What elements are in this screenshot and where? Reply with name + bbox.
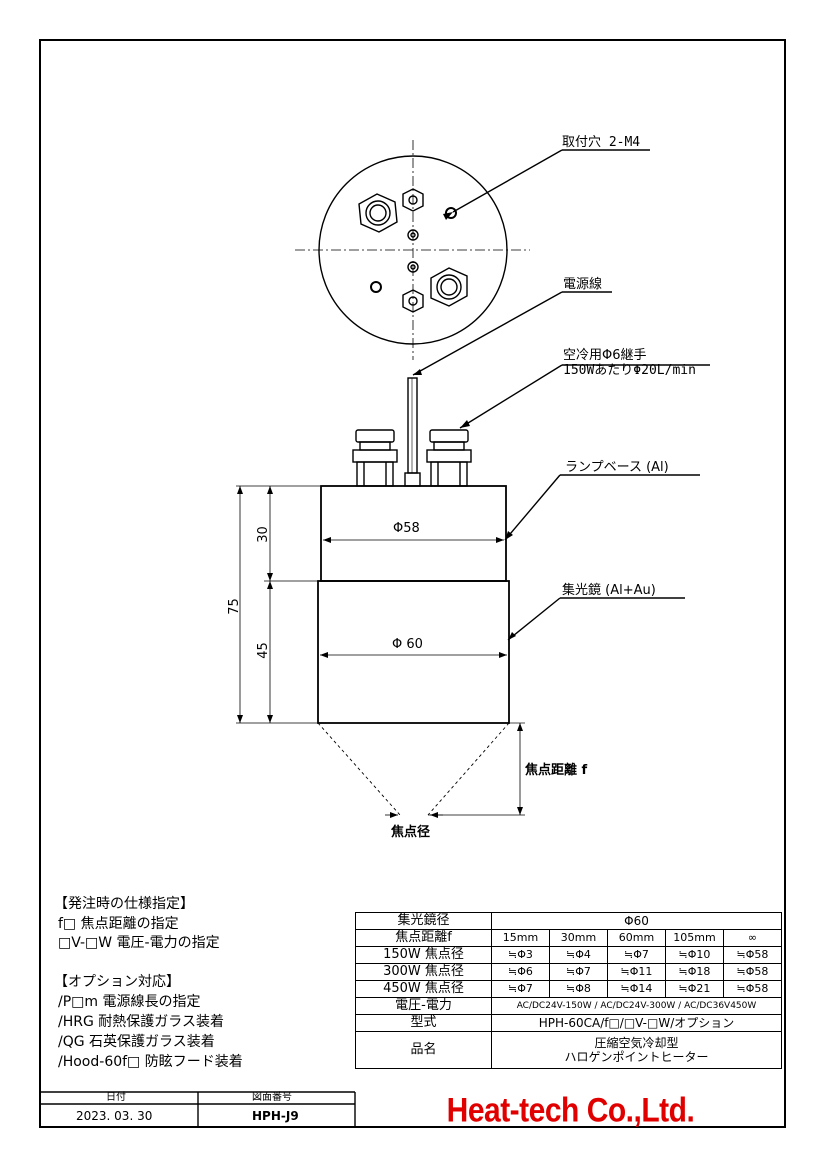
option-cable-length: /P□m 電源線長の指定 — [58, 994, 201, 1010]
spec-row-mirror: 集光鏡径 Φ60 — [355, 912, 782, 930]
air-fitting-label-1: 空冷用Φ6継手 — [563, 348, 647, 363]
fitting-hex-left — [358, 193, 398, 233]
focal-value: 30mm — [549, 929, 608, 947]
spot-value: ≒Φ58 — [723, 980, 782, 998]
spot-value: ≒Φ58 — [723, 963, 782, 981]
mirror-label: 集光鏡径 — [355, 912, 492, 930]
mount-holes-label: 取付穴 2-M4 — [562, 135, 641, 150]
product-name-line2: ハロゲンポイントヒーター — [564, 1050, 709, 1064]
voltage-label: 電圧-電力 — [355, 997, 492, 1015]
condenser-label: 集光鏡 (Al+Au) — [562, 583, 656, 598]
row-label: 450W 焦点径 — [355, 980, 492, 998]
product-label: 品名 — [355, 1031, 492, 1069]
fitting-hex-right — [430, 267, 468, 307]
spec-row-150w: 150W 焦点径 ≒Φ3 ≒Φ4 ≒Φ7 ≒Φ10 ≒Φ58 — [355, 946, 782, 964]
spec-row-model: 型式 HPH-60CA/f□/□V-□W/オプション — [355, 1014, 782, 1032]
dim-75-label: 75 — [226, 598, 242, 615]
spot-value: ≒Φ58 — [723, 946, 782, 964]
date-label: 日付 — [106, 1092, 126, 1103]
spec-row-450w: 450W 焦点径 ≒Φ7 ≒Φ8 ≒Φ14 ≒Φ21 ≒Φ58 — [355, 980, 782, 998]
focal-diameter-label: 焦点径 — [391, 825, 431, 840]
option-quartz-glass: /QG 石英保護ガラス装着 — [58, 1034, 215, 1050]
spot-value: ≒Φ8 — [549, 980, 608, 998]
condenser-body — [317, 580, 510, 724]
options-heading: 【オプション対応】 — [54, 974, 180, 990]
spot-value: ≒Φ11 — [607, 963, 666, 981]
focal-value: 105mm — [665, 929, 724, 947]
drawing-no-label: 図面番号 — [252, 1092, 292, 1103]
order-notes-heading: 【発注時の仕様指定】 — [54, 896, 194, 912]
spot-value: ≒Φ18 — [665, 963, 724, 981]
option-heat-glass: /HRG 耐熱保護ガラス装着 — [58, 1014, 224, 1030]
dia-58-label: Φ58 — [393, 521, 420, 536]
voltage-value: AC/DC24V-150W / AC/DC24V-300W / AC/DC36V… — [491, 997, 782, 1015]
spot-value: ≒Φ21 — [665, 980, 724, 998]
dim-30-label: 30 — [255, 526, 271, 543]
spec-row-focal: 焦点距離f 15mm 30mm 60mm 105mm ∞ — [355, 929, 782, 947]
focal-distance-label: 焦点距離 f — [525, 763, 588, 778]
spot-value: ≒Φ7 — [491, 980, 550, 998]
focal-value: ∞ — [723, 929, 782, 947]
mirror-value: Φ60 — [491, 912, 782, 930]
product-value: 圧縮空気冷却型 ハロゲンポイントヒーター — [491, 1031, 782, 1069]
air-fitting-label-2: 150WあたりΦ20L/min — [563, 363, 696, 378]
model-label: 型式 — [355, 1014, 492, 1032]
dia-60-label: Φ 60 — [392, 637, 423, 652]
company-logo: Heat-tech Co.,Ltd. — [446, 1091, 695, 1130]
power-cable-label: 電源線 — [563, 277, 603, 292]
spec-row-product: 品名 圧縮空気冷却型 ハロゲンポイントヒーター — [355, 1031, 782, 1069]
dim-45-label: 45 — [255, 642, 271, 659]
lamp-base-label: ランプベース (Al) — [565, 460, 669, 475]
spot-value: ≒Φ14 — [607, 980, 666, 998]
spot-value: ≒Φ3 — [491, 946, 550, 964]
spot-value: ≒Φ6 — [491, 963, 550, 981]
option-hood: /Hood-60f□ 防眩フード装着 — [58, 1054, 243, 1070]
order-note-focal: f□ 焦点距離の指定 — [58, 916, 179, 932]
spec-row-300w: 300W 焦点径 ≒Φ6 ≒Φ7 ≒Φ11 ≒Φ18 ≒Φ58 — [355, 963, 782, 981]
spec-row-voltage: 電圧-電力 AC/DC24V-150W / AC/DC24V-300W / AC… — [355, 997, 782, 1015]
model-value: HPH-60CA/f□/□V-□W/オプション — [491, 1014, 782, 1032]
spec-table: 集光鏡径 Φ60 焦点距離f 15mm 30mm 60mm 105mm ∞ 15… — [355, 912, 782, 1069]
focal-label: 焦点距離f — [355, 929, 492, 947]
focal-value: 15mm — [491, 929, 550, 947]
spot-value: ≒Φ10 — [665, 946, 724, 964]
spot-value: ≒Φ7 — [607, 946, 666, 964]
spot-value: ≒Φ4 — [549, 946, 608, 964]
drawing-no-value: HPH-J9 — [252, 1109, 299, 1123]
row-label: 150W 焦点径 — [355, 946, 492, 964]
order-note-voltage: □V-□W 電圧-電力の指定 — [58, 935, 220, 951]
focal-value: 60mm — [607, 929, 666, 947]
date-value: 2023. 03. 30 — [76, 1109, 153, 1123]
spot-value: ≒Φ7 — [549, 963, 608, 981]
row-label: 300W 焦点径 — [355, 963, 492, 981]
drawing-frame — [39, 39, 786, 1128]
product-name-line1: 圧縮空気冷却型 — [594, 1036, 679, 1050]
